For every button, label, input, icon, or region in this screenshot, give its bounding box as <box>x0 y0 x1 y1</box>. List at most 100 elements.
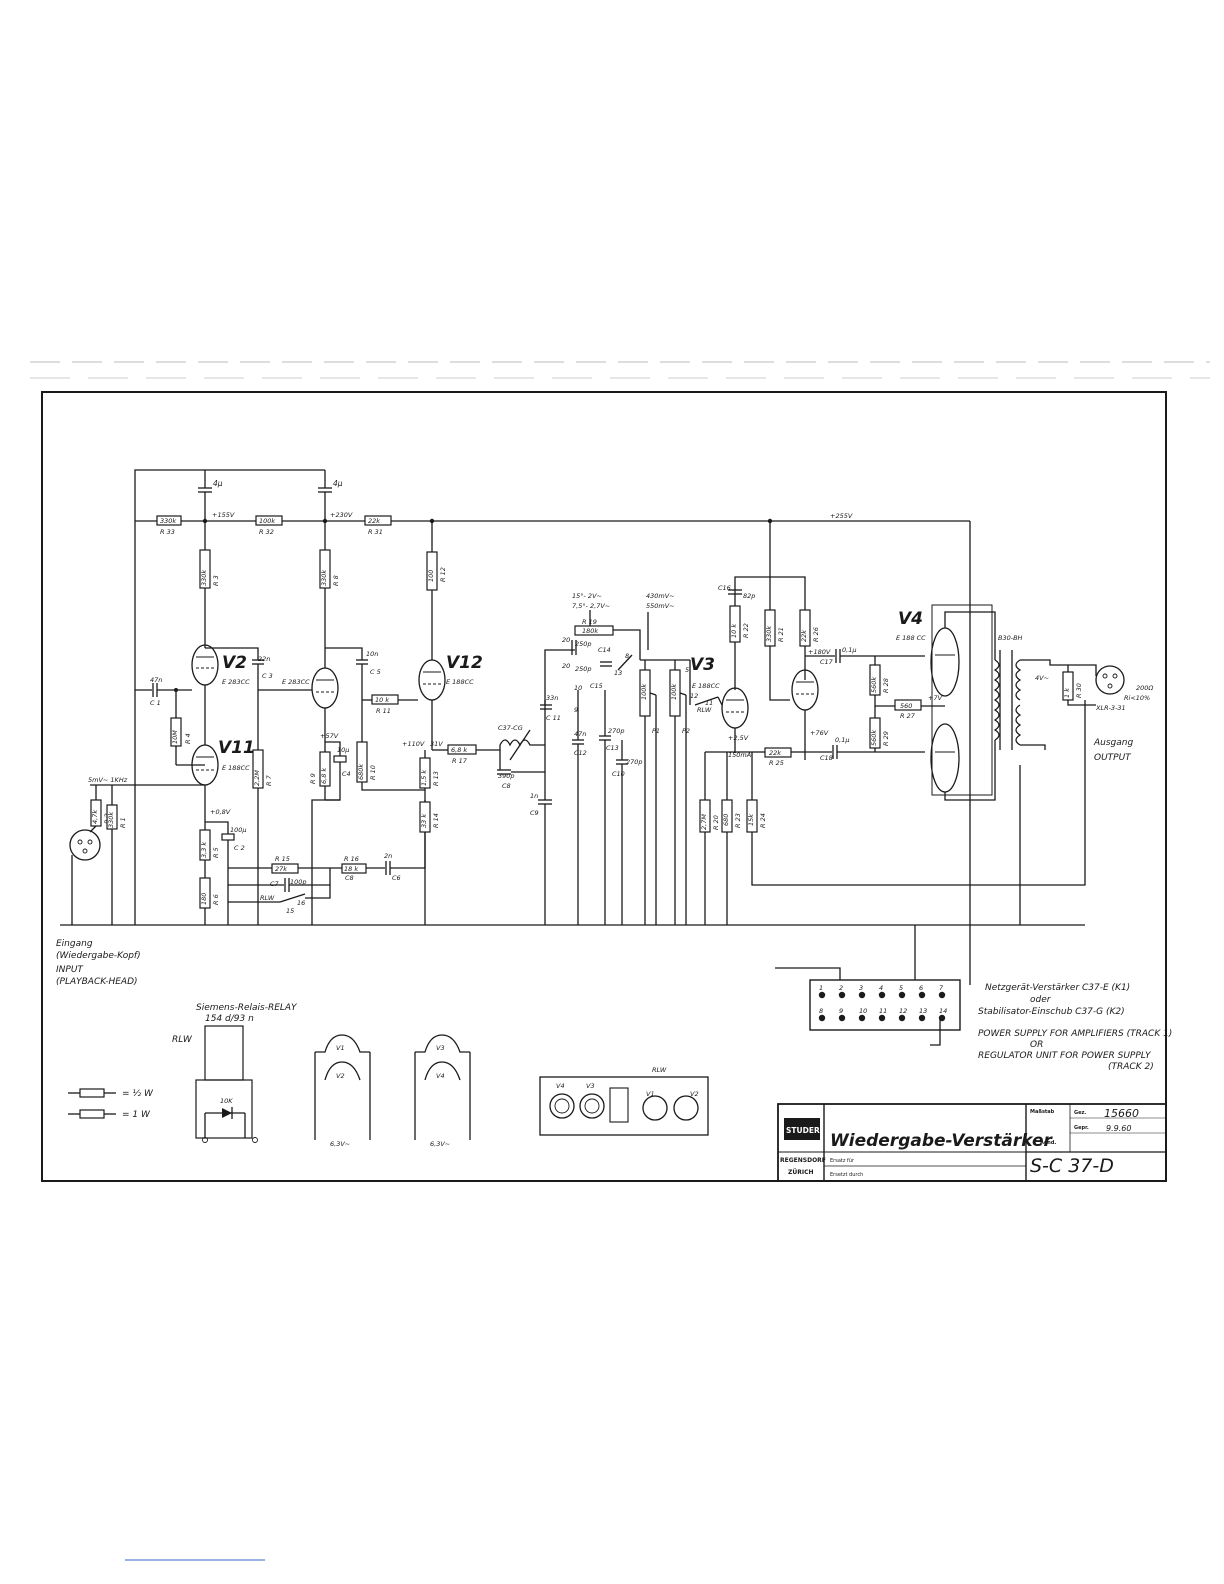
label-r11: R 11 <box>376 707 391 715</box>
value-r24: 15k <box>747 814 755 826</box>
power-note-de-2: oder <box>1030 995 1052 1005</box>
connector-pin <box>858 1014 866 1022</box>
label-r13: R 13 <box>432 771 440 786</box>
label-r5: R 5 <box>212 847 220 858</box>
label-r4: R 4 <box>184 733 192 744</box>
heater-voltage-1: 6,3V~ <box>330 1140 350 1148</box>
label-r10: R 10 <box>369 765 377 780</box>
tube-v4-top <box>930 627 960 697</box>
wire-c4 <box>325 741 341 756</box>
pin-8: 8 <box>625 652 629 660</box>
value-c11: 33n <box>546 694 558 702</box>
relay-body <box>204 1025 244 1081</box>
label-r33: R 33 <box>160 528 175 536</box>
label-r28: R 28 <box>882 678 890 693</box>
title-ersetzt-durch: Ersetzt durch <box>830 1172 863 1178</box>
heater-v3-v4 <box>414 1034 471 1140</box>
label-c16: C16 <box>718 584 731 592</box>
label-c12: C12 <box>574 749 587 757</box>
label-r23: R 23 <box>734 813 742 828</box>
label-r3: R 3 <box>212 575 220 586</box>
output-xlr-connector <box>1095 665 1125 695</box>
label-c18: C18 <box>820 754 833 762</box>
value-r9: 6,8 k <box>320 768 328 784</box>
value-r33: 330k <box>160 517 176 525</box>
transformer-primary <box>993 659 1000 741</box>
value-r20: 2,7M <box>700 814 708 830</box>
resistor-r27 <box>894 699 922 711</box>
label-c14: C14 <box>598 646 611 654</box>
power-note-en-3: REGULATOR UNIT FOR POWER SUPPLY <box>978 1051 1152 1061</box>
connector-pin-label: 6 <box>919 984 923 992</box>
wire-v4-anode-top <box>944 611 996 660</box>
wire-eq-up <box>544 649 575 745</box>
value-r6: 180 <box>200 893 208 905</box>
legend-one-watt <box>68 1109 116 1119</box>
label-c2: C 2 <box>234 844 245 852</box>
output-impedance: 200Ω <box>1136 684 1153 692</box>
transformer-secondary-b <box>1015 704 1022 746</box>
label-r24: R 24 <box>759 813 767 828</box>
relay-title: Siemens-Relais-RELAY <box>196 1003 298 1013</box>
input-signal: 5mV~ 1KHz <box>88 776 128 784</box>
connector-pin-label: 11 <box>879 1007 887 1015</box>
layout-label-v3: V3 <box>586 1082 595 1090</box>
pin-9: 9 <box>574 706 578 714</box>
heater-v1-v2 <box>314 1034 371 1140</box>
value-r14: 33 k <box>420 814 428 828</box>
value-c7: 100p <box>290 878 307 886</box>
value-c8: 390p <box>498 772 515 780</box>
pin-20-b: 20 <box>562 662 570 670</box>
layout-socket-v2 <box>673 1095 699 1121</box>
tube-layout-box <box>539 1076 709 1136</box>
label-r16: R 16 <box>344 855 359 863</box>
transformer-voltage: 4V~ <box>1035 674 1049 682</box>
label-c37-cg: C37-CG <box>498 724 523 732</box>
label-c7: C7 <box>270 880 280 888</box>
studer-logo-text: STUDER <box>786 1126 820 1135</box>
pin-10: 10 <box>574 684 582 692</box>
value-r8: 330k <box>320 570 328 586</box>
relay-type: 154 d/93 n <box>205 1014 254 1024</box>
label-r26: R 26 <box>812 627 820 642</box>
output-label-en: OUTPUT <box>1094 753 1132 763</box>
connector-pin <box>858 991 866 999</box>
power-note-en-4: (TRACK 2) <box>1108 1062 1154 1072</box>
wire-feedback <box>751 700 1086 886</box>
level-note-2: 7,5°- 2,7V~ <box>572 602 610 610</box>
layout-label-v2: V2 <box>690 1090 699 1098</box>
tube-type-v4: E 188 CC <box>896 634 926 642</box>
connector-pin <box>918 991 926 999</box>
rlw-v3: RLW <box>697 706 712 714</box>
title-ersatz-fuer: Ersatz für <box>830 1158 855 1164</box>
wire-pin-14 <box>930 1018 941 1046</box>
tube-v2b <box>311 667 339 709</box>
label-r29: R 29 <box>882 731 890 746</box>
value-r32: 100k <box>259 517 275 525</box>
power-connector-k1 <box>809 979 961 1031</box>
value-p1: 100k <box>640 684 648 700</box>
connector-pin <box>838 991 846 999</box>
connector-pin <box>818 1014 826 1022</box>
value-r1: 330k <box>107 812 115 828</box>
input-label-de-sub: (Wiedergabe-Kopf) <box>56 951 141 961</box>
layout-socket-v3 <box>579 1093 605 1119</box>
connector-pin-label: 1 <box>819 984 823 992</box>
inductor-c37-cg <box>499 739 545 747</box>
connector-pin-label: 7 <box>939 984 944 992</box>
value-r13: 1,5 k <box>420 770 428 786</box>
value-r30: 1 k <box>1063 688 1071 698</box>
connector-pin-label: 14 <box>939 1007 947 1015</box>
cap-c4 <box>333 755 347 763</box>
input-label-en-sub: (PLAYBACK-HEAD) <box>56 977 138 987</box>
input-label-de: Eingang <box>56 939 93 949</box>
value-r2: 4,7k <box>91 810 99 824</box>
label-r8: R 8 <box>332 575 340 586</box>
value-r26: 22k <box>800 630 808 642</box>
label-r22: R 22 <box>742 623 750 638</box>
title-gez-value: 15660 <box>1104 1107 1139 1120</box>
label-c17: C17 <box>820 658 834 666</box>
tube-type-v2b: E 283CC <box>282 678 310 686</box>
value-c6: 2n <box>384 852 392 860</box>
